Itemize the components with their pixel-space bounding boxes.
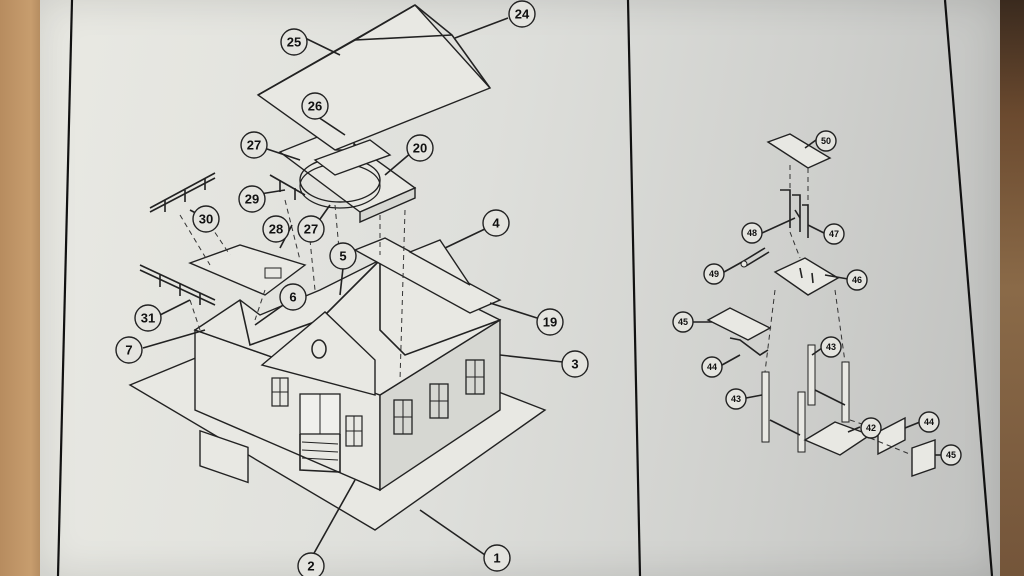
tower-guides <box>764 165 913 456</box>
platform-post-2 <box>811 272 814 284</box>
callout-26-label: 26 <box>308 99 322 114</box>
callout-20-label: 20 <box>413 141 427 156</box>
callout-45-bottom-label: 45 <box>946 450 956 460</box>
fence-30 <box>149 172 216 213</box>
callout-31: 31 <box>134 304 162 332</box>
panel-divider <box>626 0 642 576</box>
part-4-wedge <box>408 239 471 286</box>
front-windows <box>271 377 363 447</box>
inner-wall <box>239 259 381 347</box>
callout-7: 7 <box>115 336 143 364</box>
part-44-bracket <box>729 337 769 356</box>
callout-6: 6 <box>279 283 307 311</box>
callout-1: 1 <box>483 544 511 572</box>
inner-wall-back <box>379 260 501 356</box>
callout-49-label: 49 <box>709 269 719 279</box>
side-windows <box>393 359 485 435</box>
callout-44-right: 44 <box>918 411 940 433</box>
callout-48: 48 <box>741 222 763 244</box>
callout-19-label: 19 <box>543 315 557 330</box>
callout-2: 2 <box>297 552 325 576</box>
callout-47: 47 <box>823 223 845 245</box>
callout-43-top-label: 43 <box>826 342 836 352</box>
callout-46: 46 <box>846 269 868 291</box>
part-28-stair <box>264 267 282 279</box>
entrance-steps <box>299 393 341 473</box>
part-49-lamp <box>740 247 770 268</box>
callout-5-label: 5 <box>339 249 346 264</box>
right-border <box>943 0 994 576</box>
part-43-legs <box>761 344 850 453</box>
callout-45-top-label: 45 <box>678 317 688 327</box>
callout-3: 3 <box>561 350 589 378</box>
callout-6-label: 6 <box>289 290 296 305</box>
callout-45-bottom: 45 <box>940 444 962 466</box>
roof-24-25 <box>256 4 492 151</box>
left-border <box>56 0 74 576</box>
callout-27-top-label: 27 <box>247 138 261 153</box>
callout-26: 26 <box>301 92 329 120</box>
callout-20: 20 <box>406 134 434 162</box>
callout-48-label: 48 <box>747 228 757 238</box>
callout-31-label: 31 <box>141 311 155 326</box>
callout-50: 50 <box>815 130 837 152</box>
round-window <box>311 339 327 359</box>
callout-27-bottom: 27 <box>297 215 325 243</box>
callout-44-left: 44 <box>701 356 723 378</box>
callout-46-label: 46 <box>852 275 862 285</box>
callout-42: 42 <box>860 417 882 439</box>
callout-4-label: 4 <box>492 216 500 231</box>
callout-47-label: 47 <box>829 229 839 239</box>
tower-leaders <box>690 139 942 456</box>
callout-29: 29 <box>238 185 266 213</box>
callout-28-label: 28 <box>269 222 283 237</box>
fence-31 <box>139 264 216 306</box>
callout-28: 28 <box>262 215 290 243</box>
callout-7-label: 7 <box>125 343 132 358</box>
callout-1-label: 1 <box>493 551 500 566</box>
callout-43-bottom: 43 <box>725 388 747 410</box>
callout-43-top: 43 <box>820 336 842 358</box>
callout-29-label: 29 <box>245 192 259 207</box>
platform-post <box>799 267 803 279</box>
callout-30-label: 30 <box>199 212 213 227</box>
callout-49: 49 <box>703 263 725 285</box>
part-45-lower <box>911 439 936 477</box>
part-50-roof <box>766 133 832 169</box>
callout-24-label: 24 <box>515 7 530 22</box>
callout-44-right-label: 44 <box>924 417 934 427</box>
part-42-base <box>803 421 872 456</box>
part-19-strip <box>353 237 502 314</box>
callout-5: 5 <box>329 242 357 270</box>
callout-25: 25 <box>280 28 308 56</box>
callout-2-label: 2 <box>307 559 314 574</box>
callout-24: 24 <box>508 0 536 28</box>
part-44-panel <box>877 416 906 456</box>
signal-tower-diagram <box>690 133 942 477</box>
part-45-panel <box>706 307 772 341</box>
callout-50-label: 50 <box>821 136 831 146</box>
callout-42-label: 42 <box>866 423 876 433</box>
callout-4: 4 <box>482 209 510 237</box>
callout-3-label: 3 <box>571 357 578 372</box>
canopy-assembly <box>278 123 417 224</box>
instruction-sheet <box>40 0 1000 576</box>
callout-45-top: 45 <box>672 311 694 333</box>
callout-43-bottom-label: 43 <box>731 394 741 404</box>
part-28-floor <box>188 244 307 296</box>
callout-44-left-label: 44 <box>707 362 717 372</box>
callout-27-bottom-label: 27 <box>304 222 318 237</box>
part-47-48-walls <box>780 189 809 238</box>
callout-27-top: 27 <box>240 131 268 159</box>
callout-25-label: 25 <box>287 35 301 50</box>
station-house-diagram <box>128 4 564 556</box>
part-46-platform <box>773 257 840 296</box>
shop-window <box>199 429 249 484</box>
top-rim <box>193 259 502 396</box>
callout-30: 30 <box>192 205 220 233</box>
callout-19: 19 <box>536 308 564 336</box>
